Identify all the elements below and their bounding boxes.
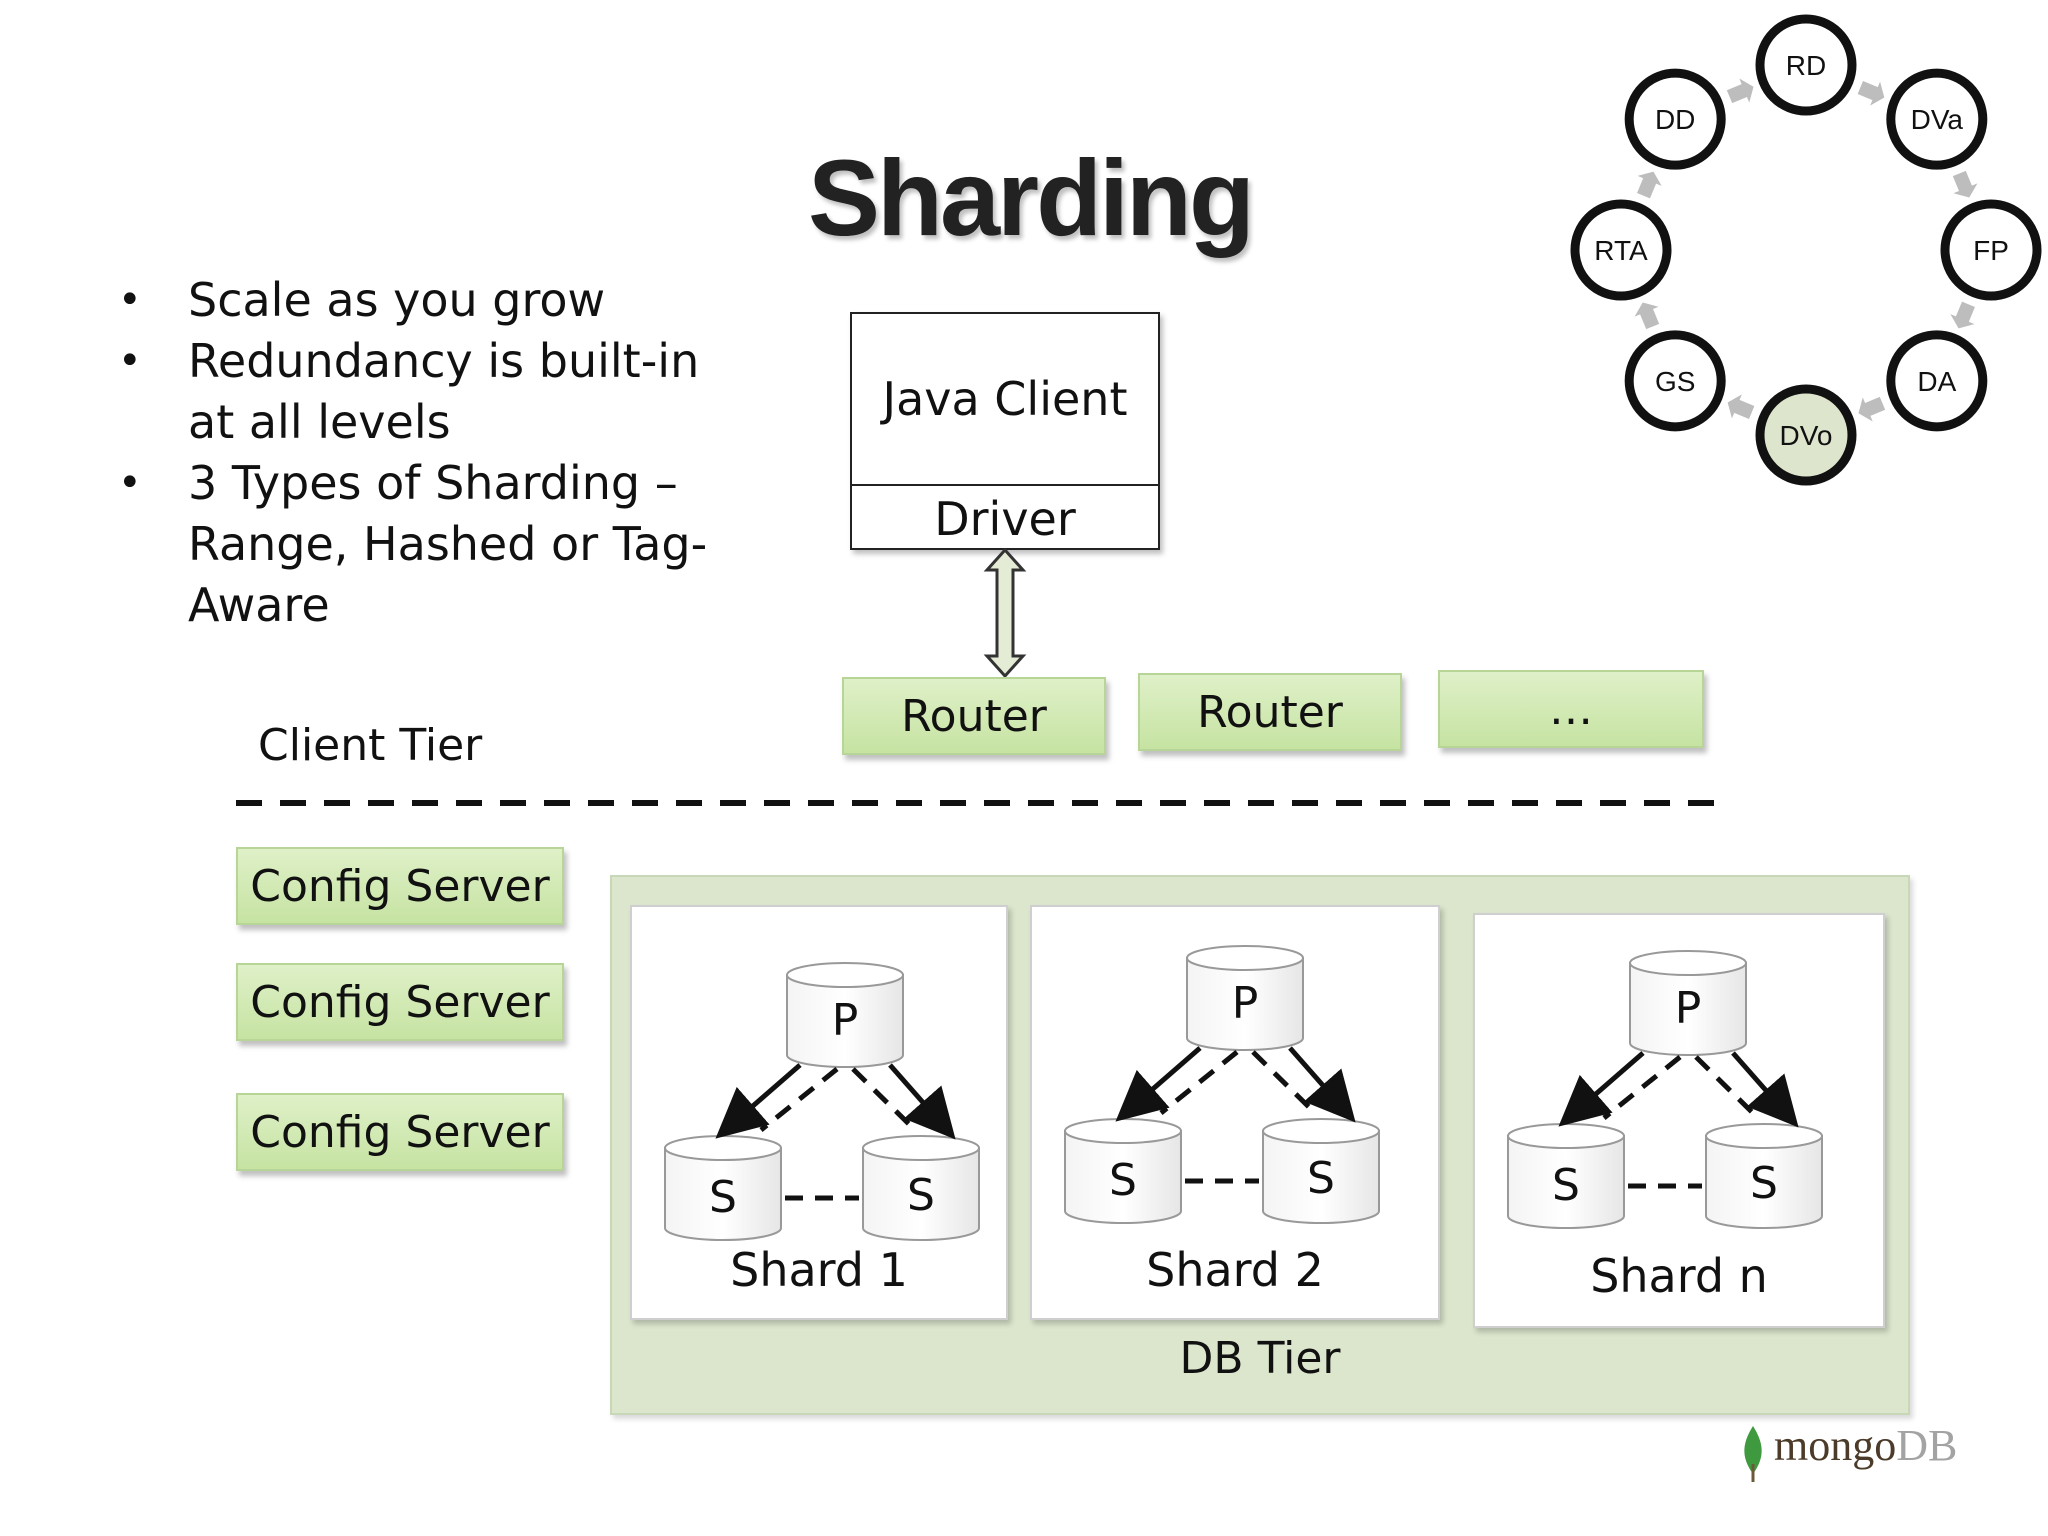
driver-label: Driver [934, 492, 1076, 546]
cycle-node [1570, 199, 1672, 301]
secondary-cylinder [1064, 1130, 1182, 1224]
cycle-arrow-icon [1950, 301, 1975, 329]
cycle-arrow-icon [1858, 396, 1886, 422]
logo-part-mongo: mongo [1774, 1421, 1897, 1470]
client-router-arrow [983, 548, 1027, 678]
java-client-label: Java Client [852, 314, 1158, 486]
secondary-cylinder [664, 1147, 782, 1241]
secondary-cylinder-top [664, 1135, 782, 1161]
cycle-arrow-icon [1727, 394, 1755, 419]
cycle-node-label: RD [1786, 50, 1826, 81]
cycle-arrow-icon [1952, 170, 1978, 198]
cycle-arrow-icon [1857, 81, 1885, 106]
heartbeat-line [759, 1067, 839, 1132]
cycle-node-label: FP [1973, 235, 2009, 266]
secondary-cylinder [1262, 1130, 1380, 1224]
cycle-node-label: DVa [1911, 104, 1964, 135]
primary-cylinder [1186, 957, 1304, 1051]
cycle-node-label: DD [1655, 104, 1695, 135]
cycle-node-label: DVo [1780, 420, 1833, 451]
bullet-text: Redundancy is built-in at all levels [188, 334, 700, 449]
secondary-cylinder [862, 1147, 980, 1241]
shard-name: Shard n [1590, 1249, 1768, 1303]
secondary-label: S [1552, 1160, 1580, 1211]
replication-arrow [715, 1063, 802, 1139]
mongodb-leaf-icon [1744, 1426, 1762, 1482]
bullet-item: •Scale as you grow [118, 273, 606, 327]
slide-title: Sharding [807, 137, 1255, 258]
cycle-node [1755, 14, 1857, 116]
secondary-label: S [709, 1172, 737, 1223]
router-box: Router [1138, 673, 1402, 751]
bullet-item: •Redundancy is built-in at all levels [118, 334, 700, 449]
config-server-box: Config Server [236, 1093, 564, 1171]
secondary-label: S [1307, 1153, 1335, 1204]
replication-arrow [1288, 1046, 1356, 1123]
primary-cylinder-top [1629, 950, 1747, 976]
bullet-text: 3 Types of Sharding – Range, Hashed or T… [188, 456, 708, 632]
heartbeat-line [851, 1067, 917, 1132]
java-client-box: Java Client Driver [850, 312, 1160, 550]
logo-part-db: DB [1896, 1421, 1958, 1470]
replication-arrow [1115, 1046, 1202, 1122]
config-server-box: Config Server [236, 963, 564, 1041]
secondary-label: S [1750, 1158, 1778, 1209]
secondary-label: S [1109, 1155, 1137, 1206]
cycle-node-label: GS [1655, 366, 1695, 397]
cycle-node [1886, 330, 1988, 432]
primary-cylinder [786, 974, 904, 1068]
cycle-node [1755, 384, 1857, 486]
config-server-box: Config Server [236, 847, 564, 925]
tier-divider [236, 800, 1726, 806]
secondary-cylinder-top [1262, 1118, 1380, 1144]
secondary-cylinder-top [1507, 1123, 1625, 1149]
cycle-node [1624, 330, 1726, 432]
replication-arrow [888, 1063, 956, 1140]
cycle-node [1886, 68, 1988, 170]
primary-cylinder-top [1186, 945, 1304, 971]
replication-arrow [1558, 1051, 1645, 1127]
cycle-node [1624, 68, 1726, 170]
router-box: Router [842, 677, 1106, 755]
secondary-cylinder-top [1705, 1123, 1823, 1149]
secondary-cylinder [1705, 1135, 1823, 1229]
cycle-node-label: DA [1917, 366, 1956, 397]
primary-label: P [1674, 983, 1702, 1034]
bullet-item: •3 Types of Sharding – Range, Hashed or … [118, 456, 708, 632]
secondary-label: S [907, 1170, 935, 1221]
secondary-cylinder-top [862, 1135, 980, 1161]
replication-arrow [1731, 1051, 1799, 1128]
cycle-node [1940, 199, 2042, 301]
cycle-arrow-icon [1637, 171, 1662, 199]
cycle-arrow-icon [1726, 78, 1754, 104]
secondary-cylinder [1507, 1135, 1625, 1229]
cycle-node-label: RTA [1594, 235, 1648, 266]
heartbeat-line [1694, 1055, 1760, 1120]
primary-label: P [831, 995, 859, 1046]
secondary-cylinder-top [1064, 1118, 1182, 1144]
shard-name: Shard 1 [730, 1243, 908, 1297]
db-tier-label: DB Tier [1179, 1333, 1341, 1384]
bullet-list: •Scale as you grow •Redundancy is built-… [118, 270, 758, 636]
heartbeat-line [1602, 1055, 1682, 1120]
bullet-text: Scale as you grow [188, 273, 606, 327]
primary-label: P [1231, 978, 1259, 1029]
shard-name: Shard 2 [1146, 1243, 1324, 1297]
cycle-arrow-icon [1634, 302, 1660, 330]
client-tier-label: Client Tier [258, 720, 483, 771]
heartbeat-line [1159, 1050, 1239, 1115]
primary-cylinder-top [786, 962, 904, 988]
heartbeat-line [1251, 1050, 1317, 1115]
mongodb-logo-text: mongoDB [1774, 1420, 1957, 1471]
primary-cylinder [1629, 962, 1747, 1056]
router-box-more: … [1438, 670, 1704, 748]
